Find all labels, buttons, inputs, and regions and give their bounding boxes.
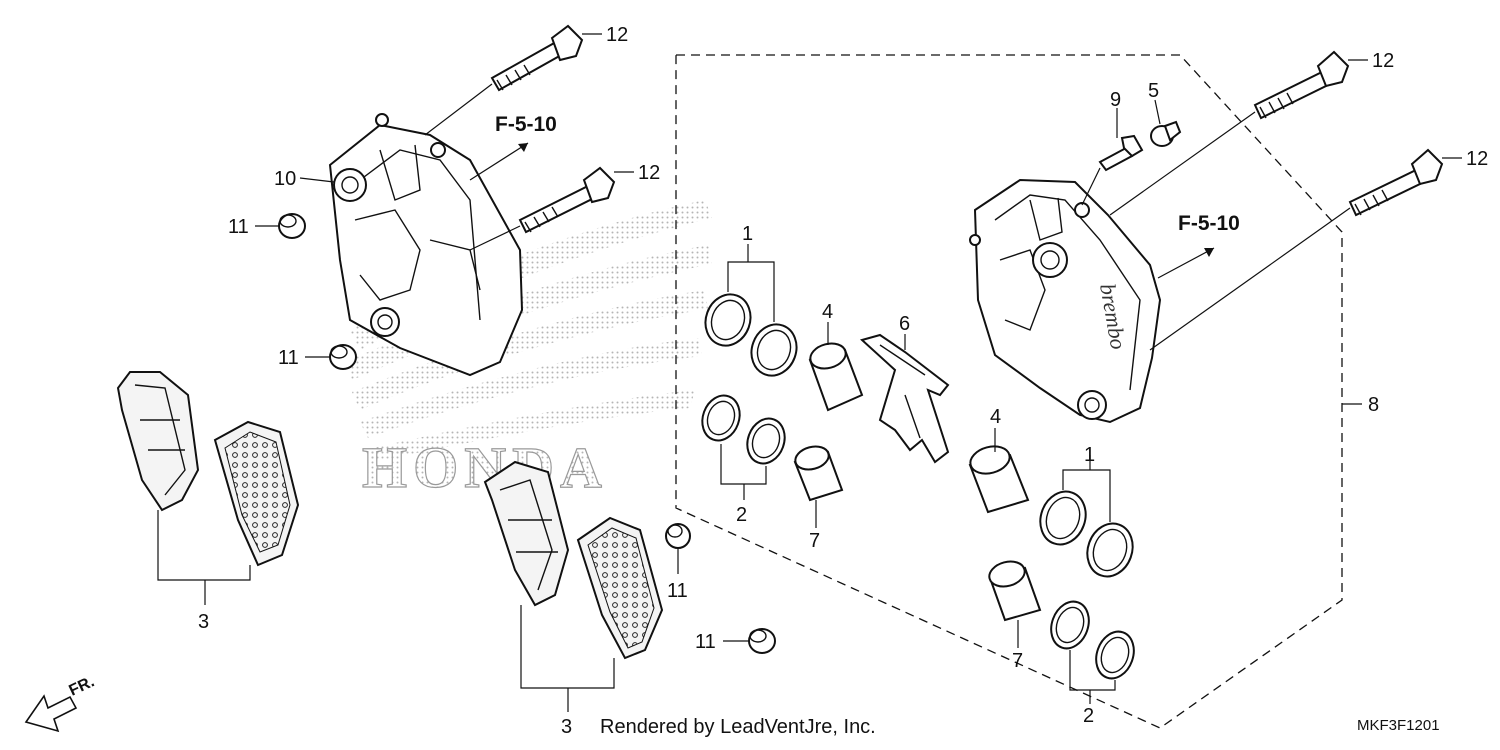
right-caliper[interactable]: brembo	[969, 178, 1162, 424]
brake-pad-left-inner[interactable]	[213, 420, 300, 567]
brake-pad-center-inner[interactable]	[576, 516, 664, 660]
callout-6: 6	[899, 313, 910, 335]
callout-4-right: 4	[990, 406, 1001, 428]
dust-seal-ring-2d[interactable]	[1090, 626, 1140, 683]
callout-2-right: 2	[1083, 705, 1094, 727]
callout-11-left-lower: 11	[278, 347, 299, 369]
front-direction-arrow: FR.	[24, 673, 98, 733]
callout-3-center: 3	[561, 716, 572, 738]
callout-11-center: 11	[667, 580, 688, 602]
honda-wing-watermark: HONDA	[345, 200, 712, 501]
caliper-bolt-upper-left[interactable]	[490, 24, 584, 92]
callout-3-left: 3	[198, 611, 209, 633]
piston-seal-ring-1a[interactable]	[698, 288, 757, 352]
caliper-bolt-lower-left[interactable]	[518, 166, 616, 234]
pad-spring[interactable]	[859, 333, 950, 464]
bushing-center-upper[interactable]	[665, 523, 691, 549]
piston-seal-ring-1c[interactable]	[1033, 485, 1093, 551]
piston-7-right[interactable]	[987, 558, 1042, 622]
brake-pad-left-outer[interactable]	[116, 371, 200, 512]
callout-7-right: 7	[1012, 650, 1023, 672]
honda-watermark-text: HONDA	[362, 435, 608, 500]
leader-lines	[157, 33, 1462, 712]
callout-2-left: 2	[736, 504, 747, 526]
callout-10: 10	[274, 168, 296, 190]
piston-7-left[interactable]	[793, 443, 844, 502]
callout-8: 8	[1368, 394, 1379, 416]
callout-12-left-lower: 12	[638, 162, 660, 184]
bushing-left-lower[interactable]	[329, 344, 357, 370]
callout-5: 5	[1148, 80, 1159, 102]
piston-seal-ring-1d[interactable]	[1080, 517, 1140, 583]
reference-f-5-10-left[interactable]: F-5-10	[495, 113, 557, 136]
callout-1-left: 1	[742, 223, 753, 245]
callout-4-left: 4	[822, 301, 833, 323]
render-credit: Rendered by LeadVentJre, Inc.	[600, 716, 876, 738]
piston-4-left[interactable]	[808, 340, 864, 412]
bleeder-valve[interactable]	[1098, 134, 1144, 172]
piston-seal-ring-1b[interactable]	[744, 318, 803, 382]
callout-11-left-upper: 11	[228, 216, 249, 238]
callout-1-right: 1	[1084, 444, 1095, 466]
caliper-assembly-boundary	[675, 54, 1343, 729]
caliper-bolt-upper-right[interactable]	[1253, 50, 1350, 120]
callout-12-right-upper: 12	[1372, 50, 1394, 72]
dust-seal-ring-2c[interactable]	[1045, 596, 1095, 653]
bleeder-cap[interactable]	[1150, 120, 1182, 147]
dust-seal-ring-2b[interactable]	[741, 413, 791, 469]
dust-seal-ring-2a[interactable]	[696, 390, 746, 446]
bushing-left-upper[interactable]	[278, 213, 306, 239]
front-direction-label: FR.	[67, 673, 98, 699]
bushing-center-lower[interactable]	[748, 628, 776, 654]
callout-11-bottom: 11	[695, 631, 716, 653]
diagram-code: MKF3F1201	[1357, 717, 1440, 734]
left-caliper[interactable]	[328, 113, 524, 377]
piston-4-right[interactable]	[967, 442, 1030, 514]
caliper-bolt-lower-right[interactable]	[1348, 148, 1444, 217]
callout-7-left: 7	[809, 530, 820, 552]
callout-12-right-lower: 12	[1466, 148, 1488, 170]
callout-9: 9	[1110, 89, 1121, 111]
callout-12-left-upper: 12	[606, 24, 628, 46]
brake-pad-center-outer[interactable]	[483, 460, 570, 607]
reference-f-5-10-right[interactable]: F-5-10	[1178, 212, 1240, 235]
